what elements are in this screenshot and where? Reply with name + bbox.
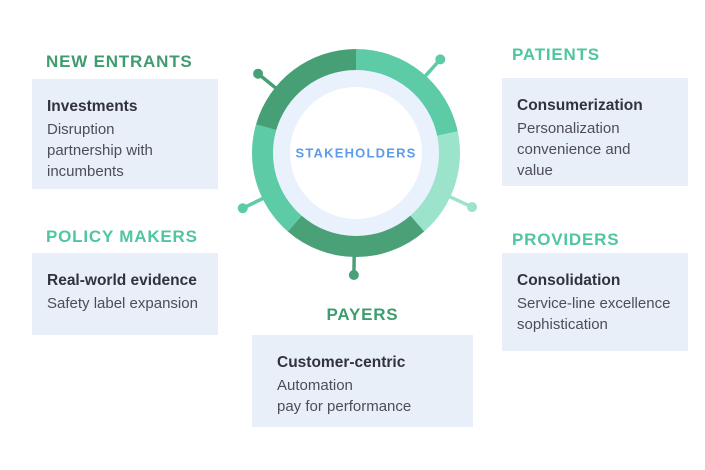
card-title-providers: Consolidation (517, 272, 621, 289)
payers-segment (287, 215, 425, 257)
card-body-providers: Service-line excellence sophistication (517, 295, 671, 333)
policy-makers-connector-dot (237, 203, 248, 214)
payers-connector-dot (348, 269, 359, 280)
card-policy-makers: Real-world evidence Safety label expansi… (32, 253, 218, 335)
card-new-entrants: Investments Disruption partnership with … (32, 79, 218, 189)
card-body-policy-makers: Safety label expansion (47, 295, 198, 312)
patients-connector-dot (435, 54, 446, 65)
card-payers: Customer-centric Automation pay for perf… (252, 335, 473, 427)
policy-makers-segment (251, 124, 302, 232)
heading-policy-makers: POLICY MAKERS (46, 227, 198, 246)
card-body-payers: Automation pay for performance (277, 377, 412, 415)
card-body-new-entrants: Disruption partnership with incumbents (47, 121, 153, 180)
new-entrants-segment (256, 49, 356, 131)
card-patients: Consumerization Personalization convenie… (502, 78, 688, 186)
center-circle (290, 87, 422, 219)
heading-providers: PROVIDERS (512, 230, 620, 249)
card-title-new-entrants: Investments (47, 98, 138, 115)
center-label: STAKEHOLDERS (295, 145, 417, 161)
card-providers: Consolidation Service-line excellence so… (502, 253, 688, 351)
card-title-payers: Customer-centric (277, 354, 406, 371)
new-entrants-connector-dot (253, 68, 264, 79)
card-title-patients: Consumerization (517, 97, 643, 114)
card-body-patients: Personalization convenience and value (517, 120, 631, 179)
heading-payers: PAYERS (326, 305, 399, 324)
providers-segment (410, 131, 460, 232)
heading-new-entrants: NEW ENTRANTS (46, 52, 193, 71)
providers-connector-dot (467, 202, 478, 213)
heading-patients: PATIENTS (512, 45, 600, 64)
patients-segment (356, 49, 458, 136)
card-title-policy-makers: Real-world evidence (47, 272, 197, 289)
